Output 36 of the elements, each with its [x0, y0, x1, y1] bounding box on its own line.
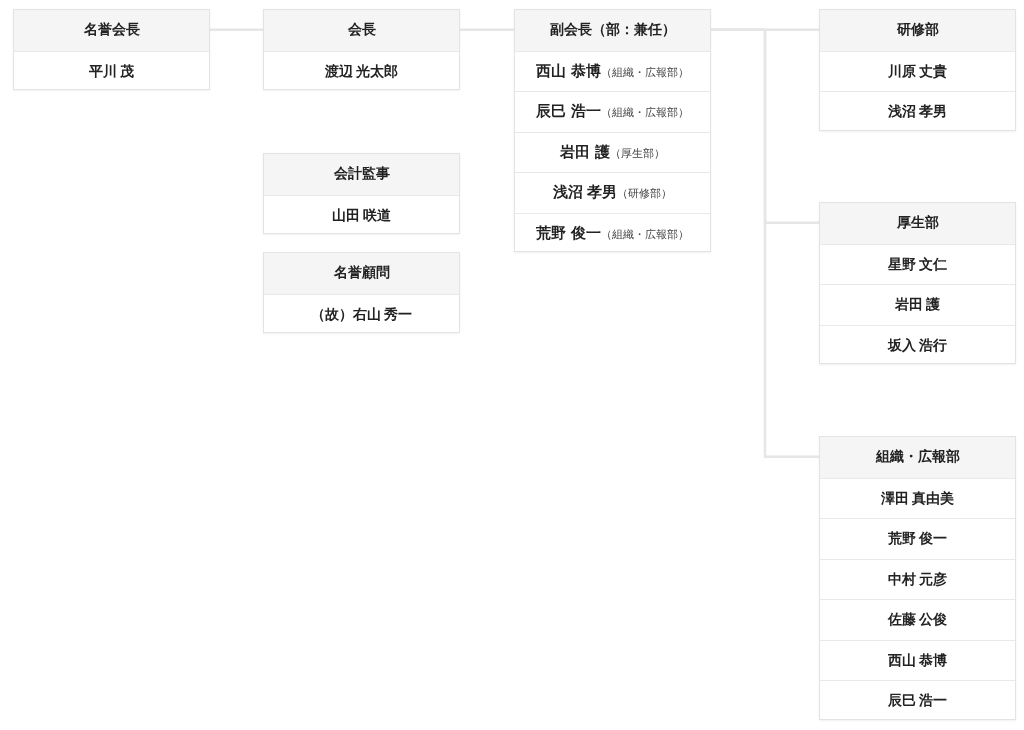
title-cell: 厚生部: [820, 203, 1015, 244]
name-cell: （故）右山 秀一: [264, 293, 459, 334]
name-cell: 中村 元彦: [820, 558, 1015, 599]
position-card: [819, 202, 1016, 364]
name-cell: 浅沼 孝男（研修部）: [515, 172, 710, 213]
title-cell: 名誉会長: [14, 10, 209, 51]
position-card: [263, 252, 460, 333]
position-card: [13, 9, 210, 90]
name-cell: 辰巳 浩一: [820, 680, 1015, 721]
name-cell: 川原 丈貴: [820, 50, 1015, 91]
title-cell: 組織・広報部: [820, 437, 1015, 478]
title-cell: 研修部: [820, 10, 1015, 51]
position-card: [263, 9, 460, 90]
title-cell: 会長: [264, 10, 459, 51]
name-cell: 岩田 護（厚生部）: [515, 131, 710, 172]
name-cell: 浅沼 孝男: [820, 91, 1015, 132]
title-cell: 名誉顧問: [264, 253, 459, 294]
title-cell: 副会長（部：兼任）: [515, 10, 710, 51]
name-cell: 星野 文仁: [820, 243, 1015, 284]
name-cell: 辰巳 浩一（組織・広報部）: [515, 91, 710, 132]
position-card: [263, 153, 460, 234]
name-cell: 渡辺 光太郎: [264, 50, 459, 91]
name-cell: 西山 恭博（組織・広報部）: [515, 50, 710, 91]
position-card: [514, 9, 711, 252]
title-cell: 会計監事: [264, 154, 459, 195]
name-cell: 岩田 護: [820, 284, 1015, 325]
name-cell: 澤田 真由美: [820, 477, 1015, 518]
position-card: [819, 436, 1016, 720]
name-cell: 平川 茂: [14, 50, 209, 91]
position-card: [819, 9, 1016, 131]
name-cell: 坂入 浩行: [820, 324, 1015, 365]
name-cell: 佐藤 公俊: [820, 599, 1015, 640]
name-cell: 西山 恭博: [820, 639, 1015, 680]
name-cell: 山田 咲道: [264, 194, 459, 235]
name-cell: 荒野 俊一（組織・広報部）: [515, 212, 710, 253]
name-cell: 荒野 俊一: [820, 518, 1015, 559]
